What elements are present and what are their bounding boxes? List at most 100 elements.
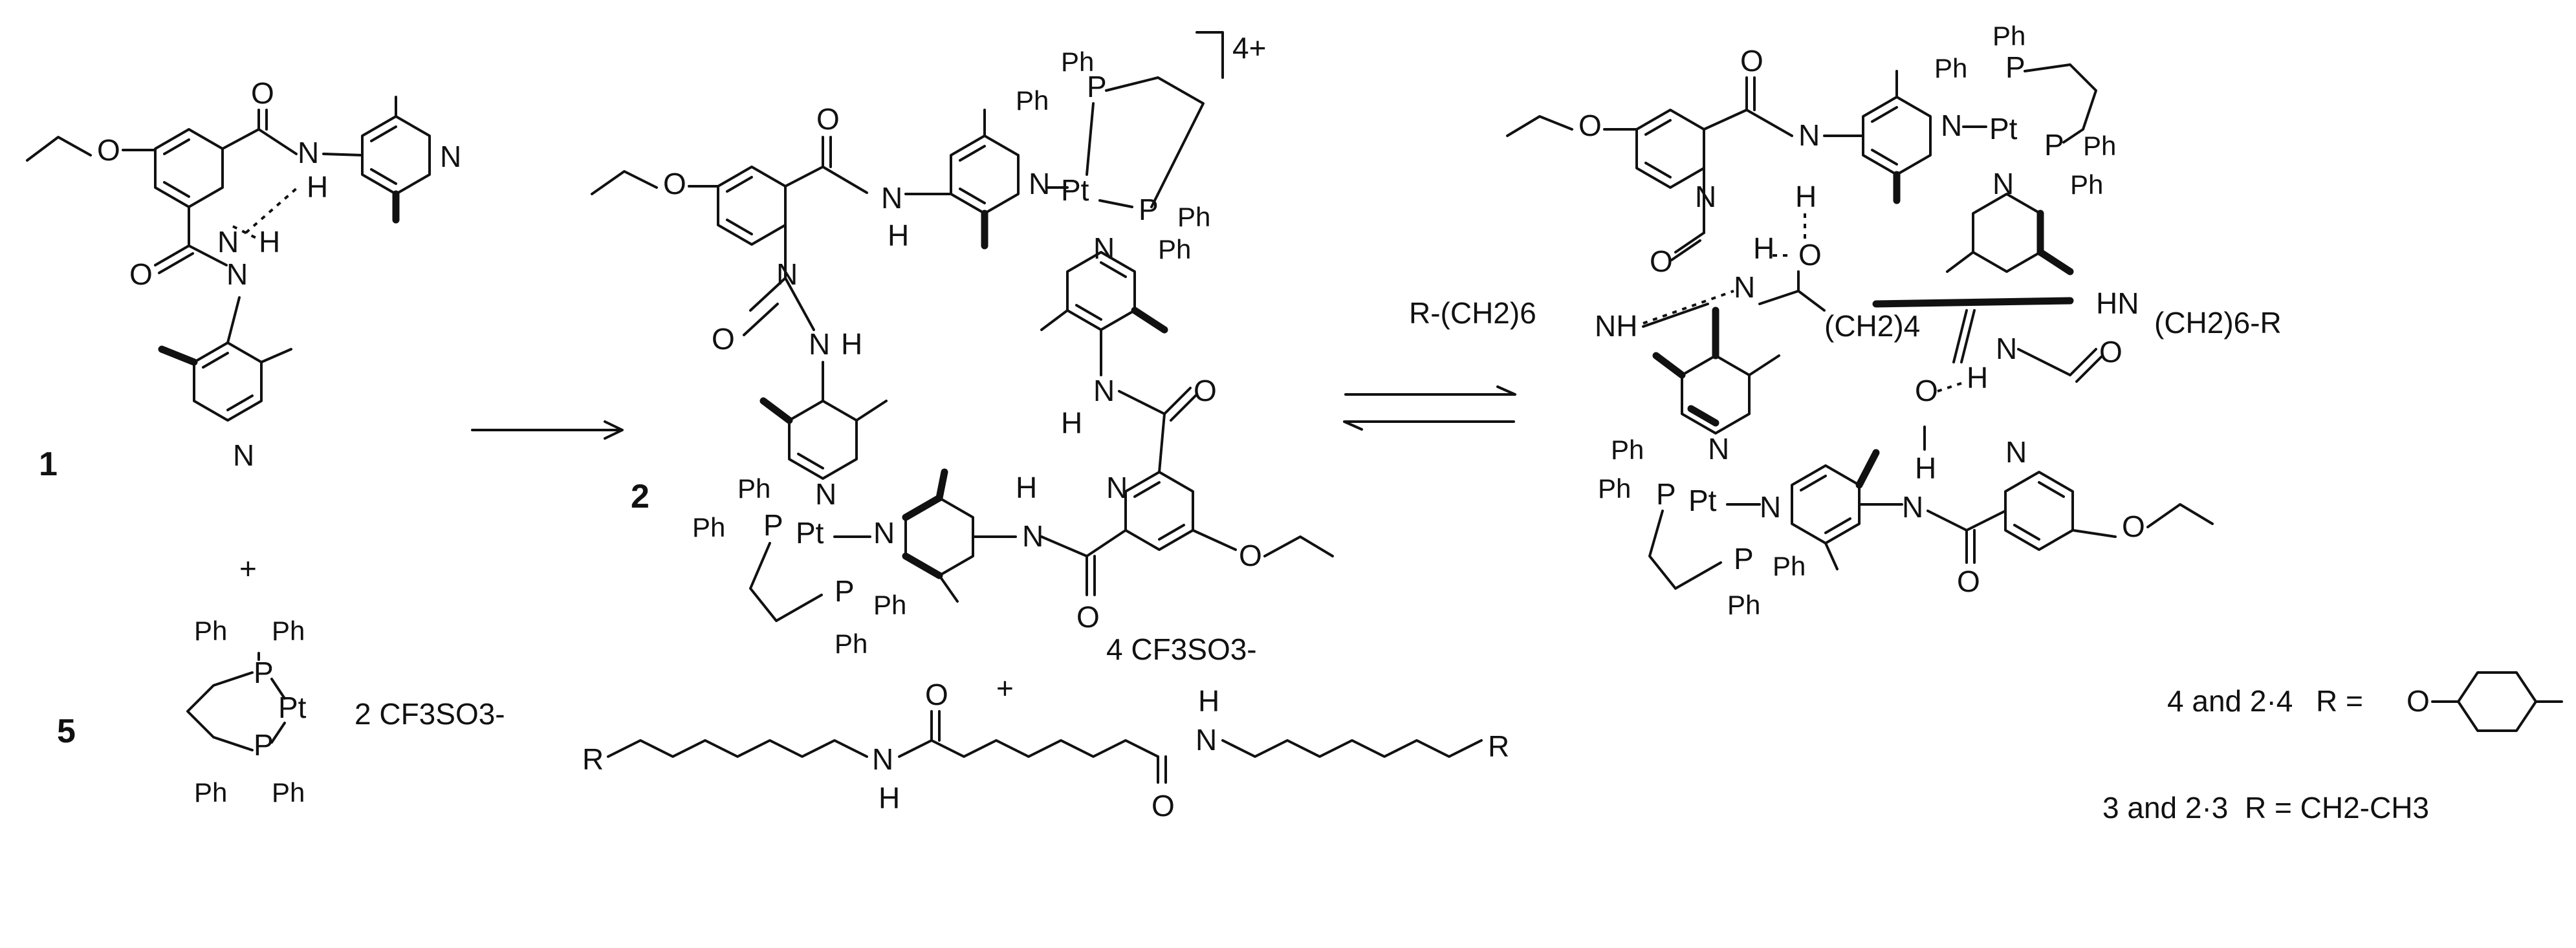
ph-label: Ph [1727, 590, 1760, 620]
ph-label: Ph [2070, 169, 2103, 200]
atom-p: P [254, 656, 274, 689]
atom-n: N [1029, 167, 1050, 200]
atom-o: O [1076, 600, 1100, 634]
atom-n: N [776, 257, 798, 291]
atom-p: P [2044, 128, 2064, 162]
compound-1-structure: O N O N H N O N H N [26, 76, 461, 483]
atom-n: N [1941, 109, 1962, 142]
atom-o: O [1194, 374, 1217, 407]
atom-o: O [1650, 244, 1673, 278]
atom-o: O [816, 102, 840, 136]
axle-left-label: R-(CH2)6 [1409, 296, 1536, 330]
atom-n: N [1022, 519, 1043, 553]
atom-n: N [1902, 490, 1923, 524]
ph-label: Ph [835, 629, 868, 659]
atom-o: O [1798, 238, 1822, 272]
ph-label: Ph [1061, 47, 1094, 77]
ph-label: Ph [1611, 435, 1644, 465]
atom-p: P [1087, 70, 1107, 103]
atom-o: O [1239, 539, 1262, 572]
equilibrium-arrows [1343, 385, 1516, 431]
atom-pt: Pt [1688, 484, 1717, 517]
compound-5-structure: 5 Ph Ph P Pt P Ph Ph 2 CF3SO3- [57, 616, 505, 808]
axle-right-label: (CH2)6-R [2154, 306, 2282, 339]
ph-label: Ph [1934, 53, 1967, 83]
atom-h: H [841, 327, 862, 361]
ph-label: Ph [737, 473, 770, 504]
atom-h: H [888, 219, 909, 252]
atom-o: O [2407, 684, 2430, 718]
ph-label: Ph [2083, 131, 2116, 161]
atom-h: H [1061, 406, 1082, 440]
atom-o: O [2122, 510, 2145, 543]
atom-o: O [1957, 565, 1980, 598]
ph-label: Ph [194, 616, 227, 646]
atom-h: H [879, 781, 900, 815]
atom-h: H [1198, 684, 1219, 718]
atom-n: N [1798, 118, 1820, 152]
ph-label: Ph [272, 777, 305, 808]
compound-2-structure: 4+ O N O N H O N H N Pt P P Ph [591, 31, 1334, 666]
atom-o: O [251, 76, 274, 110]
atom-n: N [1093, 232, 1115, 265]
atom-n: N [815, 477, 836, 511]
atom-h: H [1016, 471, 1037, 504]
ph-label: Ph [692, 512, 725, 543]
ph-label: Ph [1773, 551, 1806, 581]
legend-r-equals: R = [2316, 684, 2363, 718]
atom-n: N [217, 225, 239, 259]
atom-n: N [809, 327, 830, 361]
atom-n: N [881, 181, 902, 215]
atom-n: N [1093, 374, 1115, 407]
atom-o: O [97, 133, 120, 167]
atom-p: P [1734, 542, 1754, 576]
atom-h: H [1795, 180, 1817, 213]
ph-label: Ph [1158, 234, 1191, 264]
atom-h: H [1753, 232, 1774, 265]
atom-n: N [1708, 432, 1729, 466]
atom-h: H [1915, 451, 1936, 485]
atom-n: N [298, 136, 319, 169]
charge-label: 4+ [1232, 31, 1266, 65]
atom-o: O [925, 678, 948, 711]
r-group-legend: 4 and 2·4 R = 3 and 2·3 R = CH2-CH3 O [2102, 671, 2563, 824]
atom-n: N [1734, 270, 1755, 304]
atom-p: P [2005, 50, 2025, 84]
atom-o: O [2099, 335, 2123, 369]
ph-label: Ph [873, 590, 906, 620]
atom-n: N [873, 516, 895, 550]
ph-label: Ph [1992, 21, 2025, 51]
legend-compounds-3: 3 and 2·3 [2102, 791, 2228, 824]
compound-label: 5 [57, 713, 76, 750]
atom-p: P [763, 508, 783, 542]
reaction-arrow [471, 420, 624, 440]
atom-n: N [1695, 180, 1716, 213]
atom-h: H [259, 225, 280, 259]
atom-r: R [1488, 729, 1509, 763]
atom-o: O [129, 257, 153, 291]
plus-sign: + [239, 552, 257, 585]
atom-o: O [1915, 374, 1938, 407]
ph-label: Ph [272, 616, 305, 646]
atom-nh: NH [1595, 309, 1637, 343]
compound-label: 1 [39, 446, 58, 483]
ph-label: Ph [1016, 85, 1049, 116]
legend-r-ethyl: R = CH2-CH3 [2245, 791, 2429, 824]
atom-pt: Pt [796, 516, 824, 550]
ph-label: Ph [1177, 202, 1210, 232]
atom-n: N [1106, 471, 1128, 504]
atom-n: N [440, 140, 461, 173]
atom-h: H [307, 170, 328, 204]
atom-o: O [663, 167, 686, 200]
atom-pt: Pt [1061, 173, 1089, 207]
atom-o: O [1740, 44, 1763, 78]
atom-n: N [1996, 332, 2017, 365]
atom-n: N [1760, 490, 1781, 524]
atom-n: N [233, 438, 254, 472]
atom-hn: HN [2096, 286, 2139, 320]
atom-n: N [1195, 723, 1217, 757]
atom-o: O [1578, 109, 1602, 142]
atom-p: P [1656, 477, 1676, 511]
legend-compounds-4: 4 and 2·4 [2167, 684, 2293, 718]
